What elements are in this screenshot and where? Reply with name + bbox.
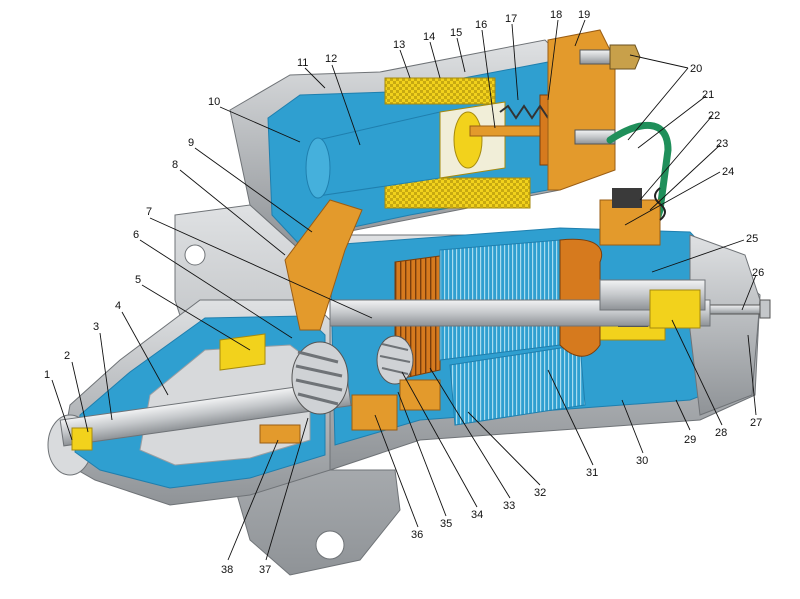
callout-28: 28 bbox=[715, 427, 727, 439]
callout-36: 36 bbox=[411, 529, 423, 541]
mounting-hole bbox=[315, 530, 345, 560]
callout-20: 20 bbox=[690, 63, 702, 75]
callout-25: 25 bbox=[746, 233, 758, 245]
brush-upper bbox=[612, 188, 642, 208]
callout-5: 5 bbox=[135, 274, 141, 286]
callout-30: 30 bbox=[636, 455, 648, 467]
callout-22: 22 bbox=[708, 110, 720, 122]
callout-14: 14 bbox=[423, 31, 435, 43]
callout-27: 27 bbox=[750, 417, 762, 429]
callout-6: 6 bbox=[133, 229, 139, 241]
pinion-gear bbox=[291, 341, 349, 415]
callout-32: 32 bbox=[534, 487, 546, 499]
callout-numbers: 1 2 3 4 5 6 7 8 9 10 11 12 13 14 15 16 1… bbox=[44, 9, 764, 576]
callout-37: 37 bbox=[259, 564, 271, 576]
callout-10: 10 bbox=[208, 96, 220, 108]
tie-bolt-head bbox=[759, 299, 771, 319]
terminal-cover bbox=[547, 29, 616, 191]
callout-9: 9 bbox=[188, 137, 194, 149]
armature-core-lower bbox=[449, 344, 586, 426]
leader-lines bbox=[51, 19, 757, 561]
callout-3: 3 bbox=[93, 321, 99, 333]
callout-17: 17 bbox=[505, 13, 517, 25]
armature bbox=[329, 238, 711, 426]
callout-7: 7 bbox=[146, 206, 152, 218]
callout-29: 29 bbox=[684, 434, 696, 446]
callout-13: 13 bbox=[393, 39, 405, 51]
drive-shaft bbox=[59, 379, 352, 447]
field-lead-wire bbox=[606, 122, 672, 244]
callout-19: 19 bbox=[578, 9, 590, 21]
drive-end-bushing bbox=[259, 424, 301, 444]
shift-lever bbox=[284, 199, 363, 331]
callout-12: 12 bbox=[325, 53, 337, 65]
callout-16: 16 bbox=[475, 19, 487, 31]
return-spring bbox=[499, 104, 549, 120]
callout-8: 8 bbox=[172, 159, 178, 171]
callout-24: 24 bbox=[722, 166, 734, 178]
callout-38: 38 bbox=[221, 564, 233, 576]
callout-2: 2 bbox=[64, 350, 70, 362]
tie-bolt bbox=[704, 304, 764, 315]
callout-35: 35 bbox=[440, 518, 452, 530]
callout-15: 15 bbox=[450, 27, 462, 39]
callout-1: 1 bbox=[44, 369, 50, 381]
mounting-hole bbox=[184, 244, 206, 266]
rear-bushing bbox=[649, 289, 701, 329]
nose-bushing bbox=[71, 427, 93, 451]
callout-18: 18 bbox=[550, 9, 562, 21]
solenoid-winding-upper bbox=[384, 77, 496, 105]
ring-gear bbox=[399, 379, 441, 411]
callout-21: 21 bbox=[702, 89, 714, 101]
callout-11: 11 bbox=[297, 57, 308, 69]
brush-spring bbox=[654, 187, 666, 221]
armature-winding-end bbox=[559, 238, 603, 357]
carrier-plate bbox=[351, 394, 398, 431]
callout-26: 26 bbox=[752, 267, 764, 279]
plunger-rod bbox=[469, 125, 546, 137]
reduction-gear bbox=[376, 335, 414, 385]
terminal-nut bbox=[609, 44, 641, 70]
callout-4: 4 bbox=[115, 300, 121, 312]
callout-31: 31 bbox=[586, 467, 598, 479]
rear-cover bbox=[689, 234, 761, 416]
callout-23: 23 bbox=[716, 138, 728, 150]
overrunning-clutch bbox=[219, 333, 266, 371]
callout-33: 33 bbox=[503, 500, 515, 512]
callout-34: 34 bbox=[471, 509, 483, 521]
solenoid-internals bbox=[305, 29, 672, 244]
